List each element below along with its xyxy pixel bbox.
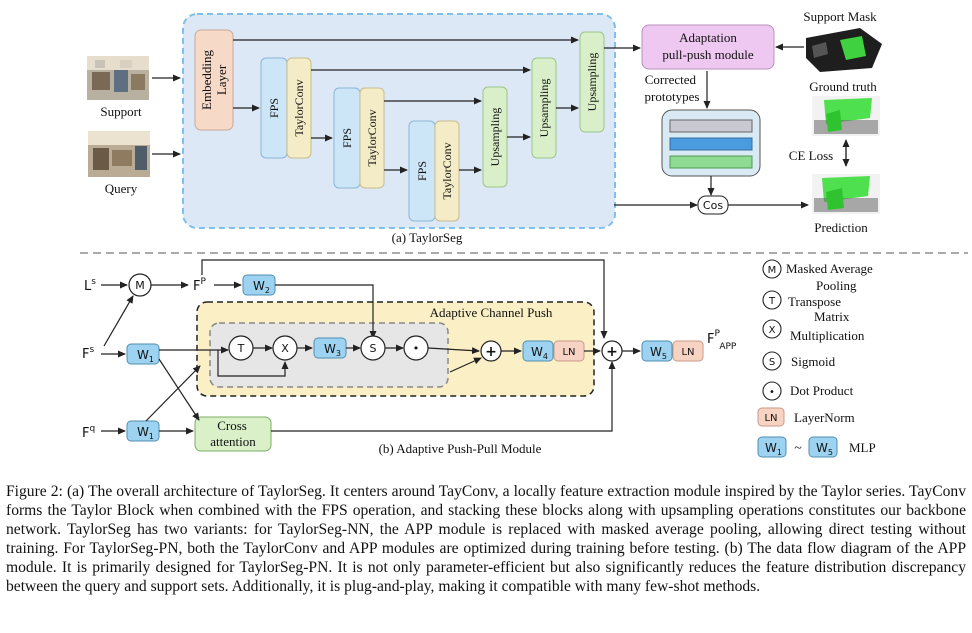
part-b-title: (b) Adaptive Push-Pull Module: [379, 441, 542, 456]
taylorconv-block-1: [286, 57, 312, 159]
svg-text:~: ~: [794, 441, 802, 456]
legend-x-label: Multiplication: [790, 328, 865, 343]
add-symbol-2: +: [606, 344, 618, 360]
input-fq: Fq: [82, 424, 95, 441]
input-ls: Ls: [84, 277, 96, 294]
query-image: [88, 131, 150, 177]
upsampling-label-3: Upsampling: [585, 53, 599, 112]
ground-truth-image: [812, 96, 880, 136]
output-label: FPAPP: [707, 329, 737, 352]
input-fs: Fs: [82, 345, 94, 362]
upsampling-label-2: Upsampling: [537, 79, 551, 138]
fp-label: FP: [193, 277, 206, 294]
query-label: Query: [105, 181, 138, 196]
prediction-image: [812, 174, 880, 214]
svg-text:M: M: [768, 265, 777, 276]
support-image: [87, 56, 149, 100]
ground-truth-label: Ground truth: [809, 79, 877, 94]
legend-s-label: Sigmoid: [791, 354, 836, 369]
taylorconv-block-2: [359, 87, 385, 189]
fps-label-3: FPS: [415, 161, 429, 181]
embedding-layer-block: [194, 29, 234, 131]
support-mask-label: Support Mask: [803, 9, 877, 24]
legend-ln-label: LayerNorm: [794, 410, 855, 425]
mlp-w3-label: W3: [324, 342, 341, 358]
embedding-layer-label: EmbeddingLayer: [199, 50, 229, 110]
layernorm-2: [672, 340, 704, 362]
taylorconv-label-1: TaylorConv: [292, 79, 306, 136]
prototype-bar-gray: [669, 119, 753, 133]
adaptation-module-block: [641, 24, 775, 70]
sigmoid-symbol: S: [370, 342, 377, 355]
fps-label-2: FPS: [340, 128, 354, 148]
prototype-bar-blue: [669, 137, 753, 151]
dot-product-symbol: •: [413, 342, 420, 355]
mlp-w1-support: [126, 343, 160, 365]
part-a-title: (a) TaylorSeg: [392, 230, 463, 245]
adaptive-channel-push-label: Adaptive Channel Push: [430, 305, 553, 320]
mlp-w1-query-label: W1: [137, 425, 154, 441]
taylorconv-label-3: TaylorConv: [440, 142, 454, 199]
fps-label-1: FPS: [267, 98, 281, 118]
svg-text:W1: W1: [765, 441, 782, 457]
mlp-w4-label: W4: [531, 345, 548, 361]
svg-text:S: S: [769, 357, 775, 368]
upsampling-block-3: [579, 31, 605, 133]
masked-pool-symbol: M: [135, 279, 145, 292]
mlp-w4: [522, 340, 554, 362]
ce-loss-label: CE Loss: [789, 148, 833, 163]
layernorm-1-label: LN: [562, 347, 575, 358]
transpose-symbol: T: [237, 342, 245, 355]
layernorm-2-label: LN: [681, 347, 694, 358]
svg-text:T: T: [768, 296, 776, 307]
svg-text:W5: W5: [816, 441, 833, 457]
taylorconv-block-3: [434, 120, 460, 222]
mlp-w1-support-label: W1: [137, 348, 154, 364]
prototype-bar-green: [669, 155, 753, 169]
support-label: Support: [100, 104, 142, 119]
cross-attention-block: [194, 416, 272, 452]
multiply-symbol: X: [281, 342, 289, 355]
support-mask-image: [806, 28, 882, 72]
upsampling-label-1: Upsampling: [488, 108, 502, 167]
corrected-prototypes-label: Corrected prototypes: [645, 72, 700, 104]
mlp-w5: [641, 340, 673, 362]
cos-label: Cos: [703, 199, 723, 212]
taylorconv-label-2: TaylorConv: [365, 109, 379, 166]
figure-caption: Figure 2: (a) The overall architecture o…: [6, 483, 966, 595]
svg-text:•: •: [769, 387, 775, 398]
mlp-w5-label: W5: [650, 345, 667, 361]
svg-text:LN: LN: [764, 413, 777, 424]
mlp-w2-label: W2: [253, 279, 270, 295]
add-symbol-1: +: [485, 344, 497, 360]
prediction-label: Prediction: [814, 220, 868, 235]
svg-text:X: X: [769, 325, 776, 336]
legend-mlp-label: MLP: [849, 440, 876, 455]
legend-dot-label: Dot Product: [790, 383, 854, 398]
